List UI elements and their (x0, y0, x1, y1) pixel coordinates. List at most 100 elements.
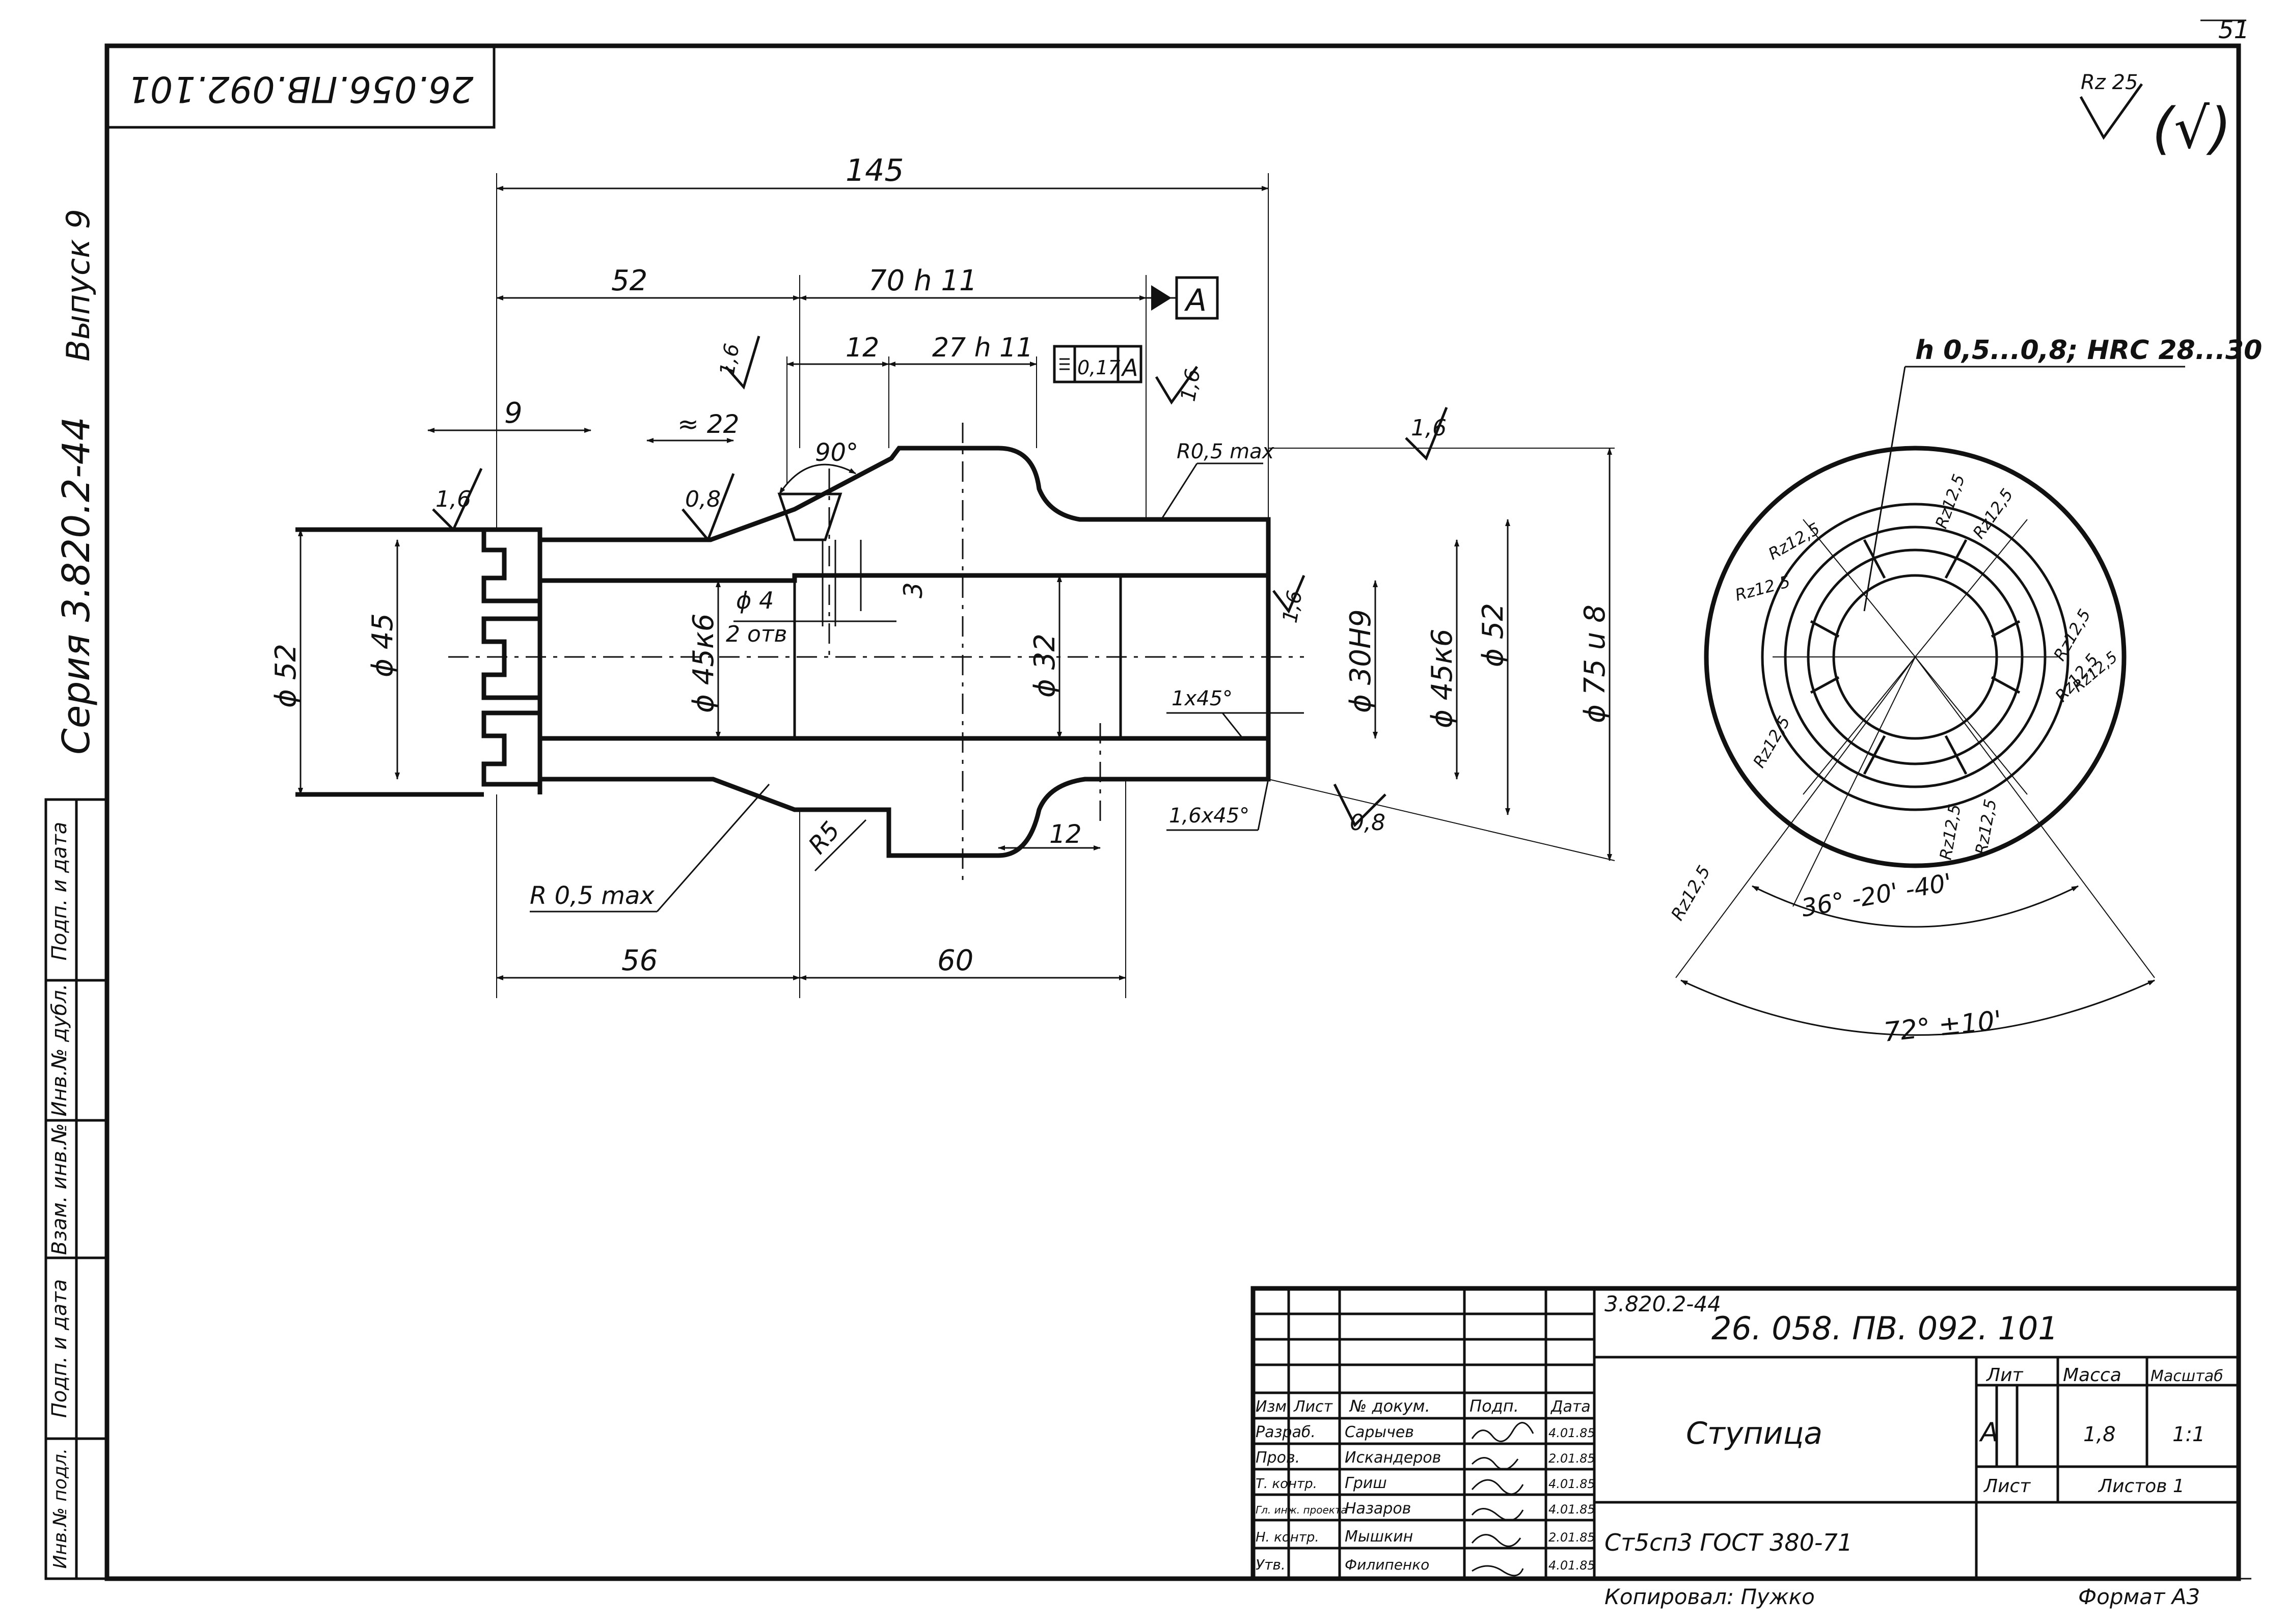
tb-scale-label: Масштаб (2151, 1367, 2223, 1385)
roughness-mark-5: 1,6 (1405, 407, 1448, 461)
svg-text:1,6: 1,6 (436, 486, 471, 512)
signatures (1471, 1422, 1534, 1577)
dim-bottom-60: 60 (937, 944, 973, 977)
dia-52-right: ϕ 52 (1477, 603, 1510, 667)
dim-9: 9 (504, 397, 523, 430)
page-number: 51 (2218, 16, 2249, 44)
roughness-mark-6: 1,6 (1272, 575, 1307, 625)
series-label: Серия 3.820.2-44 (55, 417, 98, 755)
dia-45k6-right: ϕ 45к6 (1426, 629, 1459, 728)
upper-wall-section (537, 446, 1271, 583)
tb-date: 4.01.85 (1548, 1558, 1595, 1573)
roughness-mark-3: 1,6 (716, 336, 760, 390)
angle-36: 36° -20' -40' (1799, 868, 1954, 923)
tb-date: 4.01.85 (1548, 1502, 1595, 1517)
surface-mark-label: Rz 25 (2081, 71, 2138, 94)
dim-seg-12: 12 (846, 333, 879, 363)
tb-role: Гл. инж. проекта (1256, 1504, 1347, 1516)
tb-date: 4.01.85 (1548, 1426, 1595, 1440)
dim-3: 3 (899, 582, 928, 598)
svg-text:1,6: 1,6 (1411, 415, 1447, 441)
tb-date: 2.01.85 (1548, 1530, 1595, 1545)
tolerance-datum: A (1121, 354, 1138, 381)
tb-person: Сарычев (1345, 1423, 1414, 1441)
tb-role: Пров. (1256, 1449, 1300, 1467)
dim-left-52: 52 (611, 264, 647, 297)
margin-cell-2: Инв.№ дубл. (48, 984, 71, 1117)
rz-label: Rz12,5 (1931, 472, 1969, 531)
front-view: 145 52 70 h 11 A 12 27 h 11 0,17 A 9 ≈ 2… (269, 153, 1615, 998)
rz-label: Rz12,5 (1667, 862, 1715, 924)
angle-72: 72° ±10' (1882, 1005, 2003, 1048)
tb-person: Назаров (1345, 1500, 1411, 1518)
tb-lit-value: А (1979, 1417, 1999, 1448)
roughness-mark-2: 0,8 (682, 473, 735, 542)
tb-date: 2.01.85 (1548, 1451, 1595, 1466)
side-view: 36° -20' -40' 72° ±10' h 0,5...0,8; HRC … (1667, 335, 2262, 1048)
dia-32: ϕ 32 (1028, 634, 1062, 698)
tb-date: 4.01.85 (1548, 1477, 1595, 1491)
dia-30h9: ϕ 30Н9 (1344, 609, 1377, 713)
tb-person: Мышкин (1345, 1528, 1413, 1546)
svg-text:1,6: 1,6 (1278, 589, 1307, 625)
lower-wall-section (537, 736, 1271, 858)
tb-material: Ст5сп3 ГОСТ 380-71 (1604, 1529, 1853, 1556)
dia-45k6-left: ϕ 45к6 (687, 614, 720, 713)
tb-role: Утв. (1256, 1556, 1286, 1573)
tolerance-frame: 0,17 A (1053, 345, 1142, 383)
hole-count: 2 отв (726, 621, 787, 647)
left-margin: Выпуск 9 Серия 3.820.2-44 Подп. и дата И… (44, 209, 108, 1580)
dim-bottom-56: 56 (621, 944, 658, 977)
svg-text:0,8: 0,8 (685, 486, 721, 512)
margin-cell-4: Подп. и дата (48, 1279, 71, 1418)
tolerance-value: 0,17 (1077, 356, 1121, 379)
spline-end (481, 527, 542, 787)
tb-header-sign: Подп. (1469, 1396, 1519, 1416)
margin-cell-3: Взам. инв.№ (48, 1123, 71, 1255)
tb-header-date: Дата (1550, 1398, 1591, 1416)
tb-header-list: Лист (1293, 1398, 1334, 1416)
sheet-format: Формат А3 (2078, 1584, 2200, 1609)
dim-12-bottom: 12 (1049, 819, 1082, 849)
copied-by: Копировал: Пужко (1604, 1584, 1815, 1609)
dim-22: ≈ 22 (677, 409, 739, 439)
surface-finish-mark: Rz 25 (√) (2079, 71, 2231, 161)
datum-a: A (1184, 283, 1207, 318)
tb-sheets-label: Листов 1 (2098, 1476, 2185, 1497)
roughness-mark-1: 1,6 (432, 467, 483, 532)
hole-dia: ϕ 4 (736, 587, 774, 614)
title-block: 3.820.2-44 26. 058. ПВ. 092. 101 Изм Лис… (1250, 1286, 2241, 1581)
tb-part-name: Ступица (1686, 1416, 1822, 1451)
chamfer-1: 1x45° (1172, 687, 1233, 710)
tb-scale-value: 1:1 (2172, 1423, 2205, 1446)
angle-90: 90° (815, 438, 858, 467)
dim-overall: 145 (846, 153, 904, 188)
svg-text:0,8: 0,8 (1350, 810, 1385, 836)
roughness-mark-7: 0,8 (1333, 783, 1386, 836)
dia-52-left: ϕ 52 (269, 644, 303, 708)
top-code: 26.056.ПВ.092.101 (127, 68, 474, 110)
margin-cell-5: Инв.№ подл. (50, 1448, 71, 1569)
rz-label: Rz12,5 (1936, 803, 1965, 861)
radius-top: R0,5 max (1177, 440, 1274, 463)
tb-person: Филипенко (1345, 1556, 1429, 1573)
tb-header-doc: № докум. (1349, 1396, 1430, 1416)
radius-5: R5 (803, 816, 846, 860)
tb-role: Разраб. (1256, 1423, 1316, 1441)
tb-person: Искандеров (1345, 1449, 1441, 1467)
surface-mark-bracket: (√) (2152, 96, 2231, 161)
tb-header-izm: Изм (1256, 1398, 1287, 1416)
issue-label: Выпуск 9 (60, 209, 97, 361)
tb-doc-code: 26. 058. ПВ. 092. 101 (1711, 1310, 2058, 1347)
tb-series-code: 3.820.2-44 (1604, 1291, 1721, 1316)
hardening-note: h 0,5...0,8; HRC 28...30 (1915, 335, 2262, 366)
tb-mass-value: 1,8 (2083, 1423, 2116, 1446)
dia-75u8: ϕ 75 u 8 (1579, 604, 1612, 723)
chamfer-2: 1,6x45° (1169, 804, 1249, 828)
rz-label: Rz12,5 (1733, 571, 1792, 604)
svg-text:1,6: 1,6 (716, 342, 744, 378)
svg-text:1,6: 1,6 (1177, 367, 1205, 403)
radius-bottom: R 0,5 max (530, 882, 655, 910)
margin-cell-1: Подп. и дата (48, 822, 71, 960)
dim-seg-27: 27 h 11 (932, 333, 1033, 363)
